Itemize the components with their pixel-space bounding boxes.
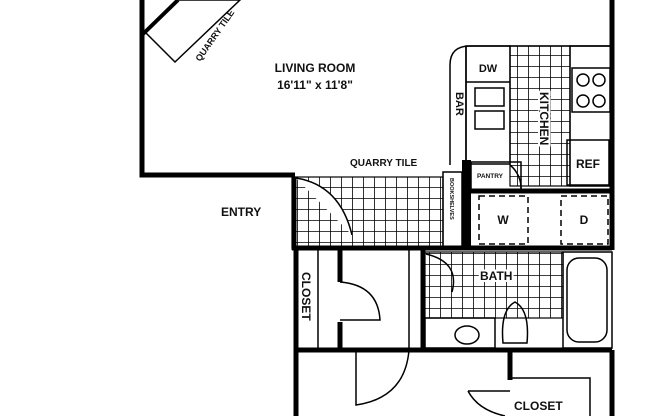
quarry-tile-corner-label: QUARRY TILE [193,8,236,63]
burner-icon [576,73,590,87]
sink-icon [454,325,480,345]
bedroom-closet: CLOSET [467,350,615,416]
living-room-dimensions: 16'11" x 11'8" [277,78,353,92]
pantry-wall [462,160,471,250]
burner-icon [592,94,606,108]
hall-closet-label: CLOSET [299,272,313,321]
bath-label: BATH [480,269,512,283]
living-room-label: LIVING ROOM [275,61,356,75]
entry-door-swing [295,177,353,236]
bathtub [566,257,608,343]
corner-wall [140,0,180,37]
dryer [560,195,609,245]
living-room-wall [139,0,295,178]
bedroom-closet-shelf [510,377,591,416]
bedroom-door-swing [355,349,410,406]
dryer-label: D [580,213,589,227]
sink-basin-right [474,110,505,130]
refrigerator [566,139,610,186]
bedroom-closet-label: CLOSET [514,399,563,413]
burner-icon [592,73,606,87]
kitchen: BAR DW KITCHEN REF [449,45,613,187]
washer [478,195,529,245]
kitchen-label: KITCHEN [537,92,551,145]
vanity [424,317,496,349]
bath-floor-tile [424,251,564,319]
bath-door-swing [425,253,455,293]
bar-label: BAR [453,92,465,116]
sink-basin-left [474,87,505,107]
closet-door-swing [339,281,381,321]
pantry-laundry: PANTRY W D [462,160,612,250]
hall-closet: CLOSET [293,248,410,416]
quarry-tile-corner [143,0,242,64]
bookshelves-label: BOOKSHELVES [448,178,454,220]
entry-label: ENTRY [221,205,261,219]
entry: QUARRY TILE ENTRY BOOKSHELVES [221,158,612,251]
refrigerator-label: REF [576,157,600,171]
kitchen-counter-right [569,45,613,187]
burner-icon [576,94,590,108]
bathtub-surround [562,251,613,349]
pantry-label: PANTRY [477,173,504,180]
quarry-tile-entry-label: QUARRY TILE [350,158,418,169]
toilet-icon [501,301,529,344]
washer-label: W [497,213,509,227]
pantry-door-swing [509,164,522,191]
bath: BATH [296,250,613,353]
stove [571,67,611,113]
dishwasher-label: DW [479,63,498,75]
bedroom-closet-door-swing [467,390,506,416]
